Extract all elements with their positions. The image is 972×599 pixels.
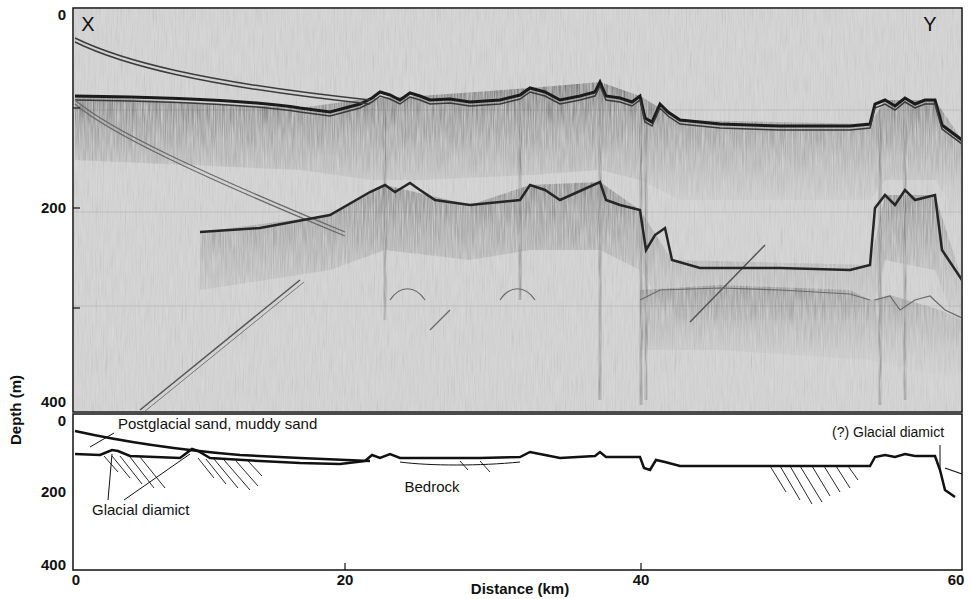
distance-tick-label: 60 (948, 572, 965, 589)
depth-tick-label: 200 (41, 484, 66, 501)
seafloor-echo (75, 86, 961, 144)
record-ground (74, 9, 961, 411)
depth-tick-label: 0 (58, 7, 66, 24)
unit-label: Glacial diamict (92, 502, 190, 519)
seafloor-reflector (75, 82, 961, 140)
unit-label: (?) Glacial diamict (832, 425, 944, 440)
reflector-smear (75, 82, 961, 405)
distance-tick-label: 0 (72, 572, 80, 589)
depth-tick-label: 0 (58, 413, 66, 430)
deep-reflectors (390, 288, 961, 330)
unit-label: Bedrock (404, 479, 459, 496)
depth-tick-label: 200 (41, 200, 66, 217)
bottom-panel-frame (73, 414, 962, 570)
unit-label: Postglacial sand, muddy sand (118, 416, 317, 433)
distance-ticks (345, 563, 641, 570)
depth-tick-label: 400 (41, 394, 66, 411)
seafloor-multiple (200, 182, 961, 280)
distance-tick-label: 40 (633, 572, 650, 589)
leader-lines (90, 433, 940, 500)
profile-end-letter: X (81, 13, 94, 35)
dipping-reflectors (104, 456, 858, 504)
sand-base (400, 462, 520, 465)
distance-tick-label: 20 (337, 572, 354, 589)
profile-end-letter: Y (923, 13, 936, 35)
depth-tick-label: 400 (41, 557, 66, 574)
axis-title: Depth (m) (8, 375, 25, 445)
top-panel-frame (73, 8, 962, 412)
record-noise (74, 9, 961, 411)
seismic-record (74, 9, 961, 411)
seafloor-bedrock-line (75, 449, 955, 497)
right-reflector (945, 468, 962, 474)
axis-title: Distance (km) (471, 581, 569, 598)
postglacial-top (75, 431, 370, 461)
sloping-artifact-lines (75, 38, 765, 411)
